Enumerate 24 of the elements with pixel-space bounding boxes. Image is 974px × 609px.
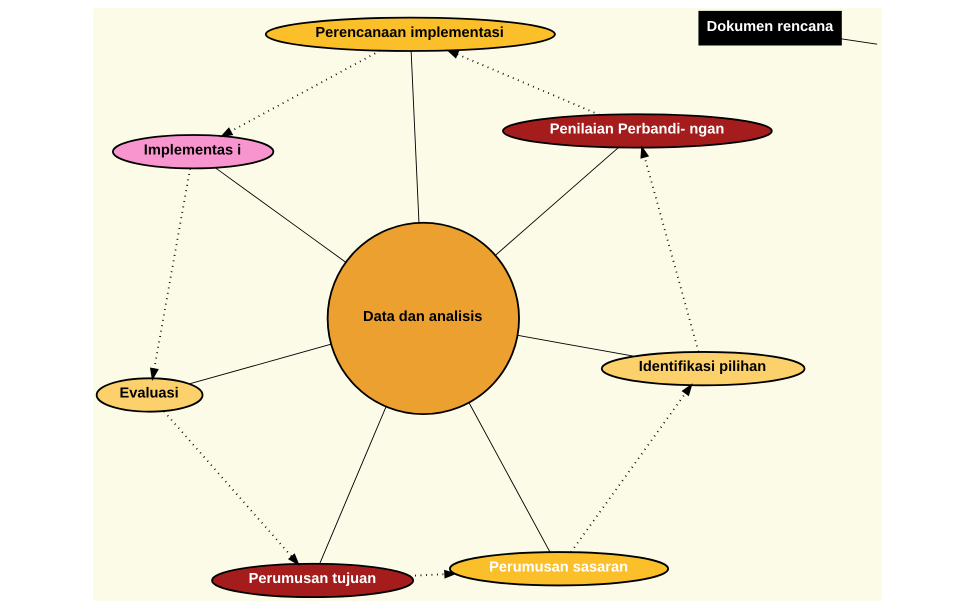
node-box: Dokumen rencana	[698, 10, 842, 46]
arrow	[570, 383, 692, 553]
arrow	[162, 410, 300, 566]
connector	[214, 167, 346, 263]
arrow	[409, 570, 457, 579]
connector	[840, 38, 878, 45]
connector	[494, 147, 618, 256]
arrow	[445, 49, 600, 116]
arrow	[640, 145, 699, 352]
connector	[468, 402, 550, 552]
connector	[188, 344, 331, 384]
node-ellipse: Identifikasi pilihan	[600, 351, 805, 386]
connector	[318, 406, 386, 564]
node-ellipse: Perencanaan implementasi	[264, 16, 556, 52]
arrow	[219, 50, 380, 138]
node-circle: Data dan analisis	[326, 222, 520, 416]
node-ellipse: Perumusan sasaran	[448, 551, 669, 586]
connector	[516, 334, 634, 357]
node-ellipse: Penilaian Perbandi- ngan	[502, 113, 772, 149]
connector	[410, 50, 419, 224]
arrow	[149, 168, 190, 381]
node-ellipse: Evaluasi	[95, 377, 203, 413]
node-ellipse: Implementas i	[111, 134, 274, 170]
node-ellipse: Perumusan tujuan	[210, 562, 414, 598]
